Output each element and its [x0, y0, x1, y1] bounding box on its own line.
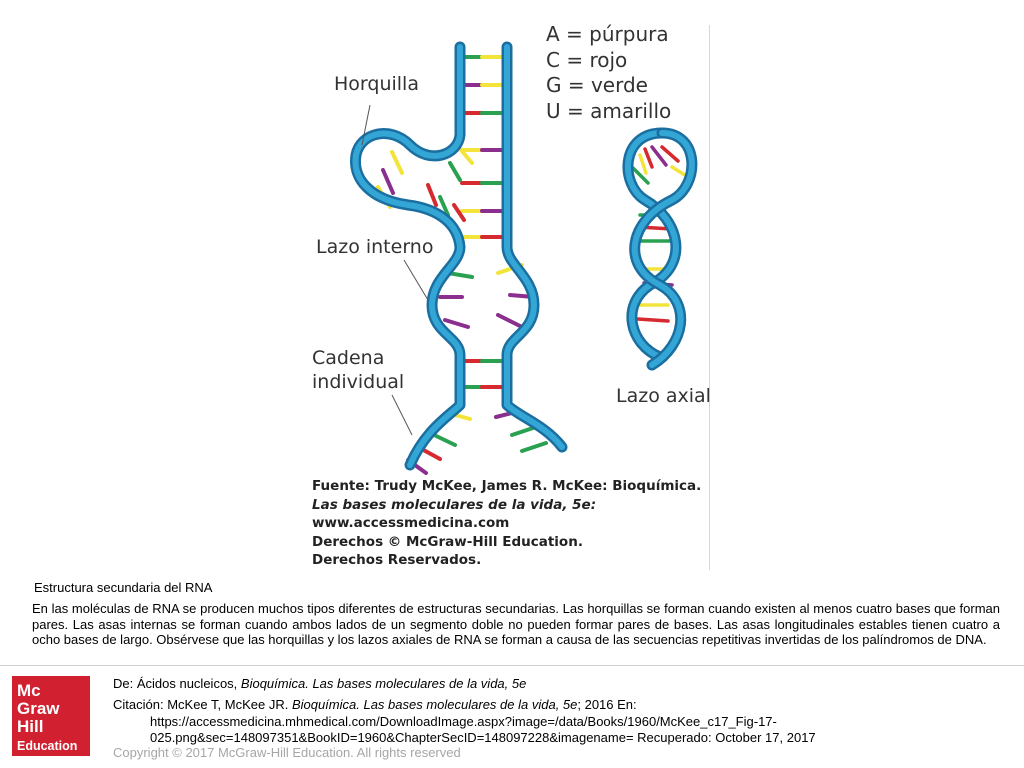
- figure-border: [709, 25, 710, 570]
- loop-base: [448, 161, 462, 182]
- loop-base: [446, 271, 474, 279]
- axial-loop-structure: [622, 127, 698, 371]
- source-line-4: Derechos © McGraw-Hill Education.: [312, 533, 583, 550]
- rna-secondary-structure-figure: A = púrpura C = rojo G = verde U = amari…: [300, 15, 720, 570]
- caption-body: En las moléculas de RNA se producen much…: [32, 601, 1000, 647]
- hairpin-label: Horquilla: [334, 73, 419, 95]
- logo-line-1: Mc: [17, 681, 41, 700]
- backbone-right-highlight: [504, 44, 565, 450]
- logo-line-4: Education: [17, 739, 78, 753]
- loop-base: [496, 313, 524, 329]
- source-line-3: www.accessmedicina.com: [312, 515, 510, 531]
- base-color-legend: A = púrpura C = rojo G = verde U = amari…: [546, 22, 671, 124]
- loop-base: [452, 203, 466, 222]
- helix-base: [638, 153, 648, 175]
- tail-base: [520, 441, 548, 453]
- hairpin-pointer: [361, 104, 371, 146]
- caption-title: Estructura secundaria del RNA: [34, 580, 213, 595]
- copyright-notice: Copyright © 2017 McGraw-Hill Education. …: [113, 745, 461, 760]
- from-chapter: Ácidos nucleicos,: [136, 676, 241, 691]
- mcgraw-hill-logo: Mc Graw Hill Education: [12, 676, 90, 756]
- logo-line-2: Graw: [17, 699, 60, 718]
- axial-loop-label: Lazo axial: [616, 385, 711, 407]
- helix-base: [650, 145, 668, 167]
- citation-line: Citación: McKee T, McKee JR. Bioquímica.…: [113, 697, 637, 713]
- single-strand-label-line2: individual: [312, 371, 405, 393]
- source-line-2: Las bases moleculares de la vida, 5e:: [312, 496, 597, 513]
- citation-url-line2[interactable]: 025.png&sec=148097351&BookID=1960&Chapte…: [150, 730, 816, 745]
- legend-entry-u: U = amarillo: [546, 98, 672, 123]
- rna-diagram: [350, 41, 698, 475]
- hairpin-structure: [350, 41, 568, 475]
- citation-prefix: Citación: McKee T, McKee JR.: [113, 697, 292, 712]
- internal-loop-label: Lazo interno: [316, 236, 434, 258]
- loop-base: [381, 168, 395, 195]
- footer-divider: [0, 665, 1024, 666]
- loop-base: [438, 195, 450, 217]
- helix-strand-b-highlight: [631, 130, 695, 368]
- loop-base: [390, 150, 404, 175]
- single-strand-label-line1: Cadena: [312, 347, 385, 369]
- legend-entry-c: C = rojo: [546, 47, 628, 72]
- single-strand-pointer: [391, 394, 413, 436]
- internal-loop-pointer: [403, 259, 429, 301]
- from-line: De: Ácidos nucleicos, Bioquímica. Las ba…: [113, 676, 526, 692]
- helix-base: [631, 166, 650, 185]
- citation-url-line1[interactable]: https://accessmedicina.mhmedical.com/Dow…: [150, 714, 777, 729]
- source-line-5: Derechos Reservados.: [312, 552, 482, 568]
- backbone-left-highlight: [352, 44, 463, 468]
- legend-entry-a: A = púrpura: [546, 22, 669, 46]
- helix-base: [660, 145, 680, 163]
- logo-line-3: Hill: [17, 717, 44, 736]
- source-line-1: Fuente: Trudy McKee, James R. McKee: Bio…: [312, 478, 702, 494]
- helix-base: [643, 147, 654, 169]
- helix-base: [636, 317, 670, 323]
- legend-entry-g: G = verde: [546, 73, 648, 97]
- tail-base: [510, 425, 538, 437]
- from-book: Bioquímica. Las bases moleculares de la …: [240, 676, 527, 691]
- citation-book: Bioquímica. Las bases moleculares de la …: [291, 697, 578, 712]
- citation-suffix: ; 2016 En:: [577, 697, 637, 712]
- loop-base: [443, 318, 470, 329]
- helix-strand-a-highlight: [625, 130, 679, 360]
- figure-source-note: Fuente: Trudy McKee, James R. McKee: Bio…: [312, 477, 701, 570]
- loop-base: [426, 183, 438, 207]
- from-prefix: De:: [113, 676, 137, 691]
